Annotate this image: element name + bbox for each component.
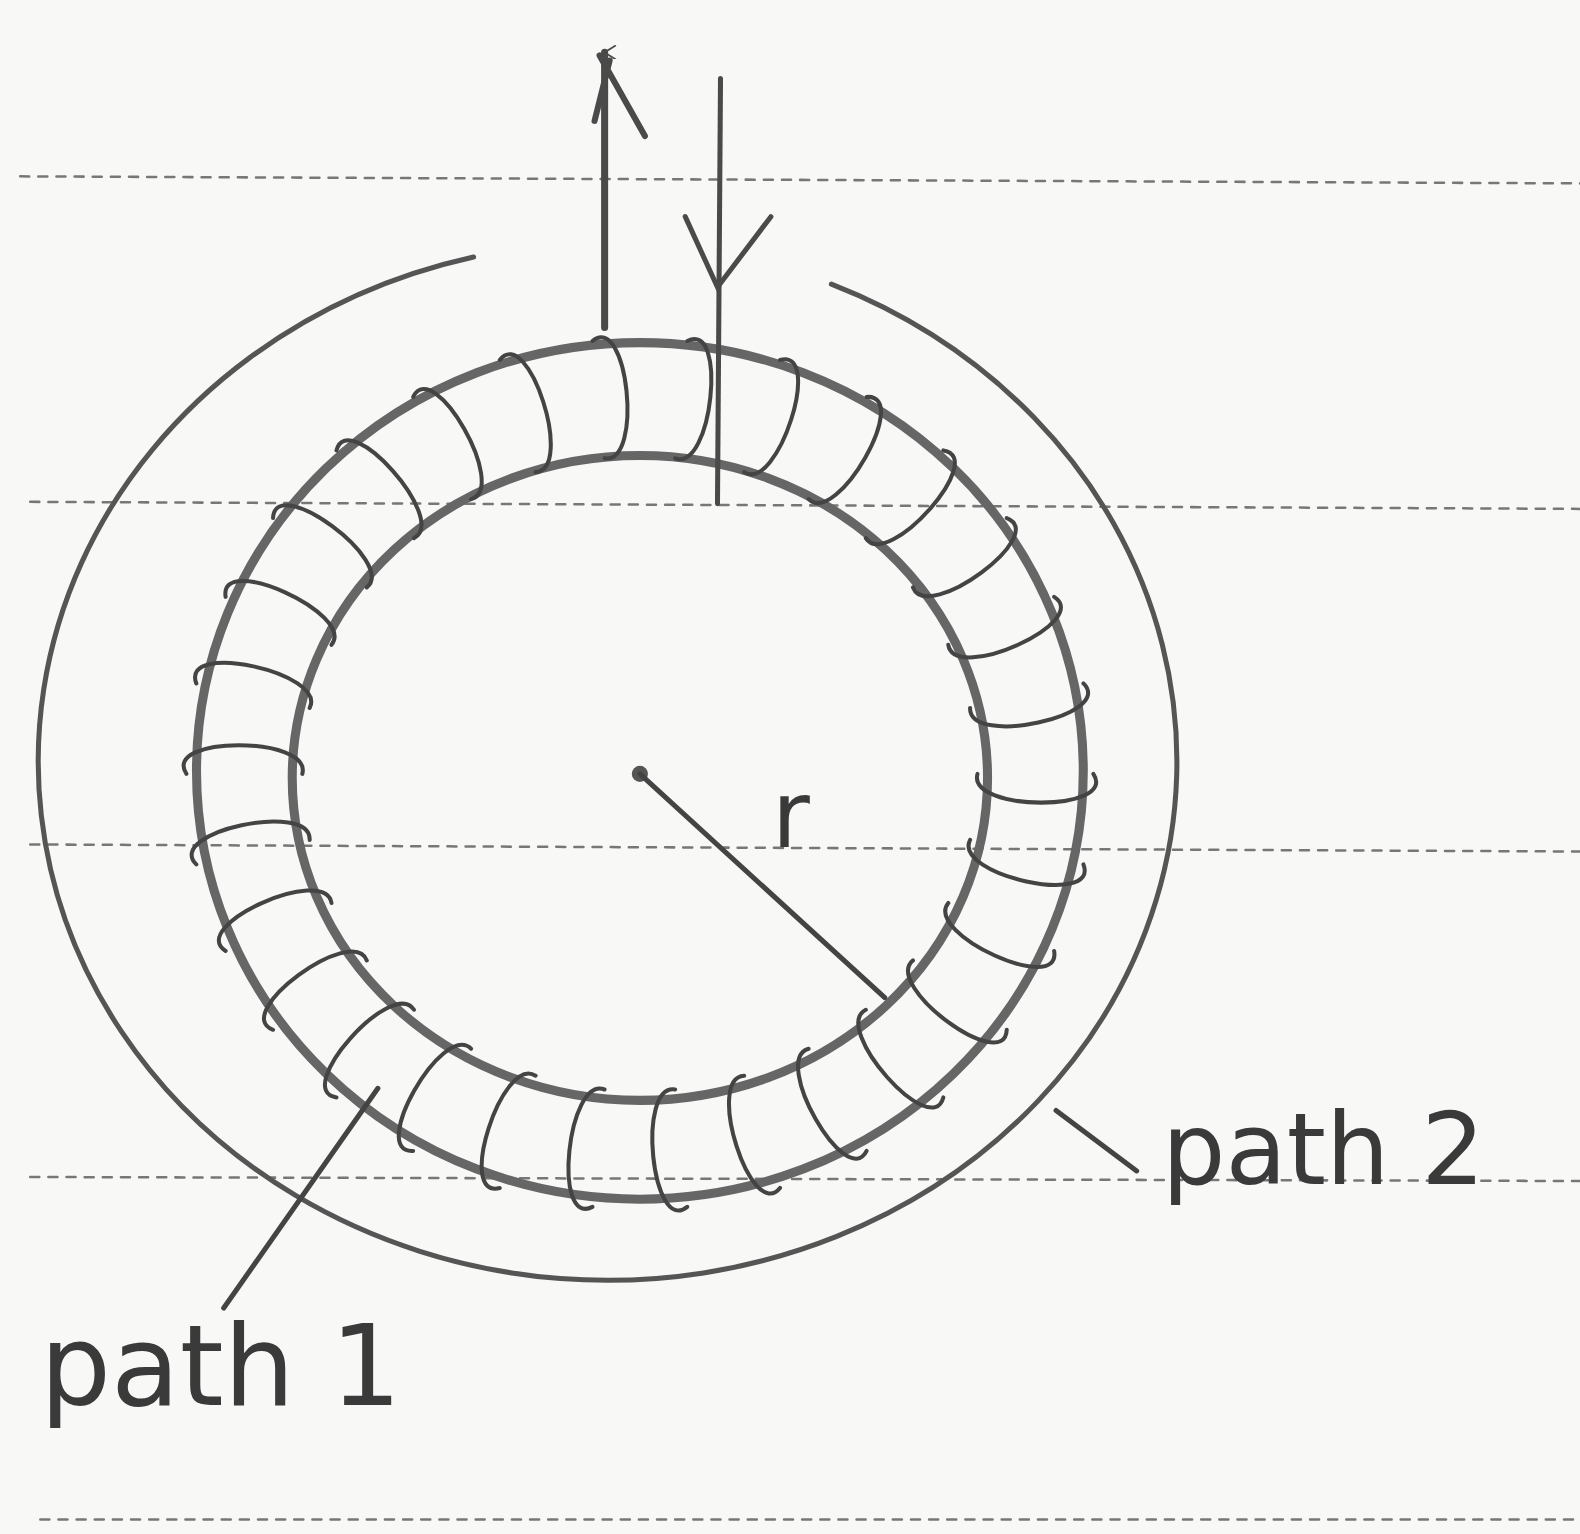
toroid-core bbox=[197, 343, 1084, 1200]
winding-turn bbox=[969, 840, 1085, 885]
winding-turn bbox=[568, 1089, 604, 1209]
coil-windings bbox=[184, 337, 1097, 1210]
arrow-head bbox=[685, 217, 771, 288]
winding-turn bbox=[482, 1074, 536, 1189]
winding-turn bbox=[809, 397, 881, 503]
winding-turn bbox=[192, 822, 310, 865]
winding-turn bbox=[948, 597, 1061, 658]
winding-turn bbox=[500, 354, 551, 472]
winding-turn bbox=[977, 774, 1096, 803]
current-out-lead bbox=[717, 79, 720, 504]
winding-turn bbox=[336, 440, 421, 538]
winding-turn bbox=[729, 1076, 780, 1194]
leader-line bbox=[224, 1088, 378, 1308]
winding-turn bbox=[798, 1049, 867, 1159]
ruled-lines bbox=[20, 176, 1580, 1519]
winding-turn bbox=[913, 518, 1016, 596]
winding-turn bbox=[399, 1045, 471, 1151]
winding-turn bbox=[675, 339, 711, 459]
winding-turn bbox=[273, 505, 372, 587]
winding-turn bbox=[413, 389, 482, 499]
path-label: path 1 bbox=[40, 1310, 401, 1422]
path-2-loop bbox=[38, 257, 1177, 1280]
arrow-head bbox=[595, 55, 645, 136]
winding-turn bbox=[219, 890, 332, 951]
winding-turn bbox=[592, 337, 627, 458]
winding-turn bbox=[970, 683, 1088, 726]
winding-turn bbox=[264, 952, 367, 1030]
radius-line bbox=[640, 774, 885, 998]
winding-turn bbox=[195, 663, 311, 708]
winding-turn bbox=[866, 450, 955, 544]
leader-line bbox=[1056, 1110, 1137, 1170]
winding-turn bbox=[225, 581, 334, 645]
winding-turn bbox=[945, 903, 1054, 967]
winding-turn bbox=[908, 960, 1007, 1042]
radius-label: r bbox=[772, 770, 810, 862]
winding-turn bbox=[184, 745, 303, 774]
winding-turn bbox=[652, 1089, 687, 1210]
winding-turn bbox=[325, 1004, 414, 1098]
winding-turn bbox=[858, 1010, 943, 1108]
winding-turn bbox=[744, 359, 798, 474]
path-label: path 2 bbox=[1162, 1100, 1485, 1200]
